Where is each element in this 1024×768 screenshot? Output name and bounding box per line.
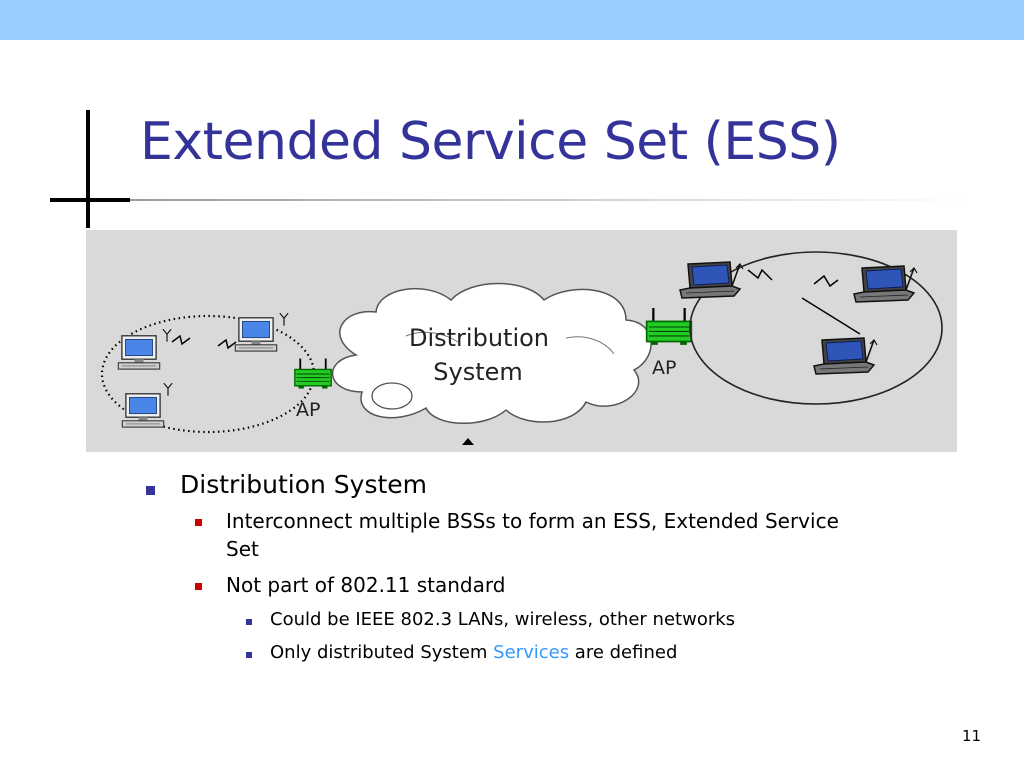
bullet-square-icon [246,652,252,658]
cloud-label-line2: System [433,358,523,386]
services-link[interactable]: Services [493,642,570,663]
desktop-computer-icon [117,335,161,370]
bullet-text-suffix: are defined [569,642,678,663]
bullet-level2: Interconnect multiple BSSs to form an ES… [140,507,846,563]
ap-label-left: AP [296,399,320,421]
page-number: 11 [962,727,982,745]
ess-diagram: Distribution System AP AP [86,230,957,452]
title-horizontal-rule [50,198,130,202]
bullet-square-icon [195,519,202,526]
slide-title: Extended Service Set (ESS) [140,112,841,172]
bullet-level3: Could be IEEE 802.3 LANs, wireless, othe… [140,607,960,633]
bullet-level3: Only distributed System Services are def… [140,640,960,666]
bullet-text: Distribution System [180,470,428,499]
bullet-text-prefix: Only distributed System [270,642,494,663]
bullet-list: Distribution System Interconnect multipl… [140,470,960,673]
cloud-label-line1: Distribution [409,324,549,352]
cloud-marker-icon [462,438,474,445]
desktop-computer-icon [234,317,278,352]
title-underline-fade [130,199,970,201]
title-vertical-rule [86,110,90,228]
bullet-square-icon [246,619,252,625]
right-bss-boundary [689,251,943,405]
ap-label-right: AP [652,357,676,379]
bullet-text: Could be IEEE 802.3 LANs, wireless, othe… [270,609,736,630]
bullet-level2: Not part of 802.11 standard [140,571,846,599]
bullet-square-icon [195,583,202,590]
wireless-link-icon [217,338,237,350]
wireless-link-icon [171,334,191,346]
bullet-text: Not part of 802.11 standard [226,573,506,597]
distribution-system-cloud [331,282,652,424]
wireless-link-icon [747,268,773,281]
wireless-link-icon [801,297,861,335]
bullet-text: Interconnect multiple BSSs to form an ES… [226,509,839,561]
desktop-computer-icon [121,393,165,428]
bullet-level1: Distribution System [140,470,960,499]
top-banner [0,0,1024,40]
wireless-link-icon [813,274,839,288]
bullet-square-icon [146,486,155,495]
